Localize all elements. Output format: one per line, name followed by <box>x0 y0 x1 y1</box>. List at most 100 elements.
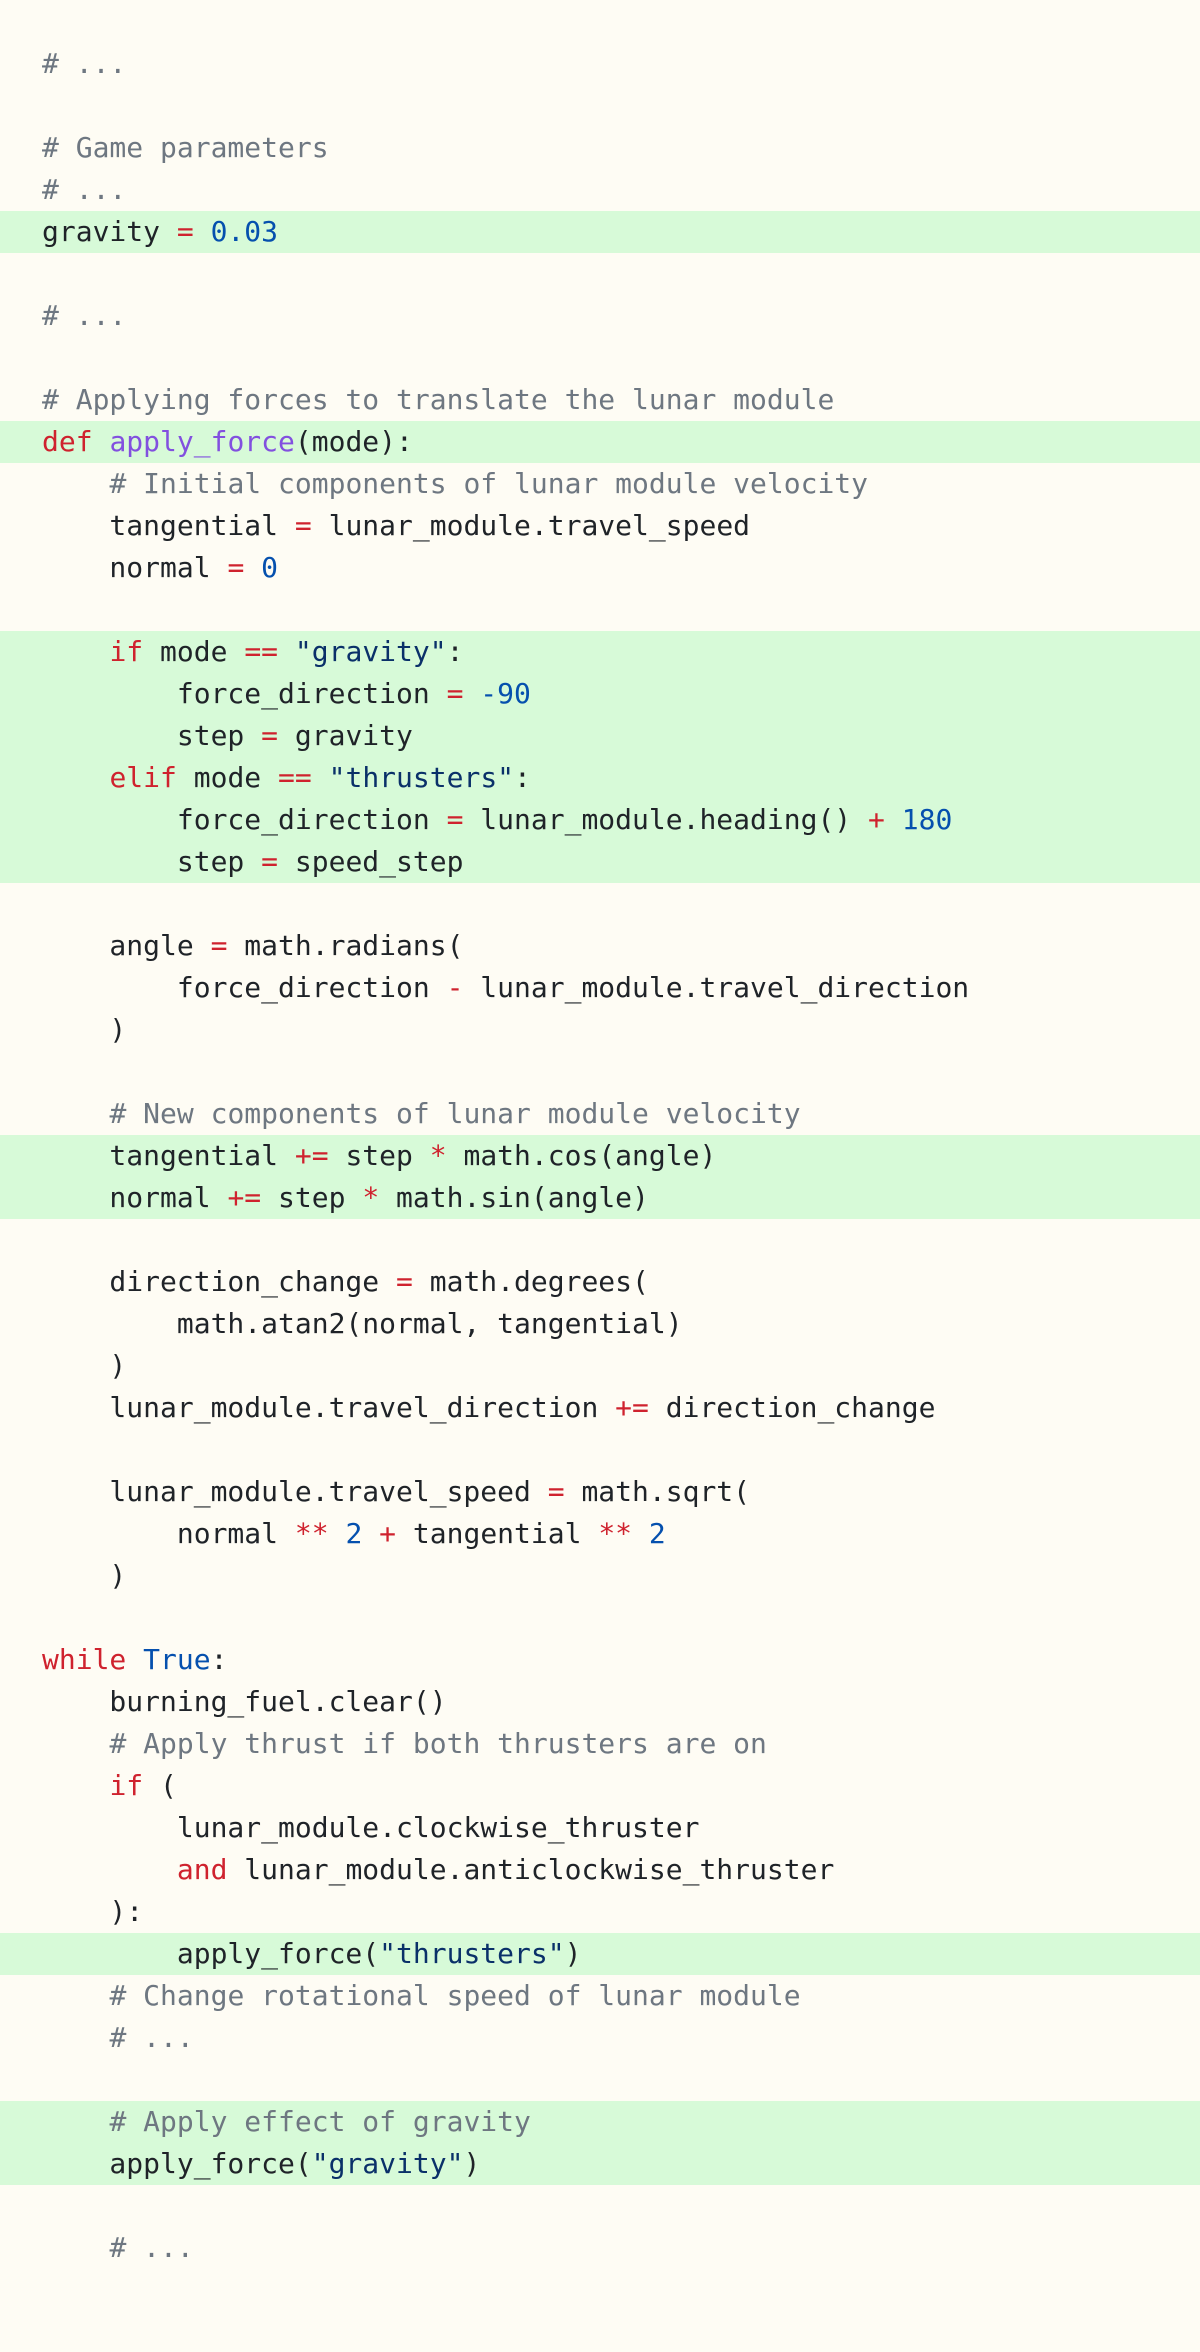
code-operator: == <box>278 761 312 794</box>
code-comment: # Apply effect of gravity <box>109 2105 531 2138</box>
code-text <box>42 1853 177 1886</box>
highlighted-code-line: # Apply effect of gravity <box>0 2101 1200 2143</box>
code-text: math.sin(angle) <box>379 1181 649 1214</box>
code-text: (mode): <box>294 425 413 458</box>
code-line: while True: <box>0 1639 1200 1681</box>
code-text: direction_change <box>42 1265 397 1298</box>
code-text: ) <box>42 1013 127 1046</box>
code-text <box>362 1517 379 1550</box>
code-text: step <box>328 1139 430 1172</box>
code-text: lunar_module.travel_direction <box>42 1391 616 1424</box>
code-text: force_direction <box>42 677 447 710</box>
code-text: tangential <box>396 1517 599 1550</box>
code-line <box>0 589 1200 631</box>
code-line: if ( <box>0 1765 1200 1807</box>
code-operator: * <box>362 1181 380 1214</box>
code-text: math.sqrt( <box>564 1475 751 1508</box>
code-string: "gravity" <box>294 635 447 668</box>
code-text: lunar_module.clockwise_thruster <box>42 1811 700 1844</box>
code-text: step <box>42 719 262 752</box>
code-text: : <box>446 635 464 668</box>
code-string: "thrusters" <box>328 761 515 794</box>
code-keyword: if <box>109 635 144 668</box>
code-text: tangential <box>42 509 295 542</box>
code-line <box>0 1219 1200 1261</box>
code-text: angle <box>42 929 211 962</box>
code-text: ( <box>143 1769 177 1802</box>
code-line: # ... <box>0 2017 1200 2059</box>
code-builtin: True <box>143 1643 211 1676</box>
code-text: math.radians( <box>227 929 464 962</box>
code-line <box>0 253 1200 295</box>
code-text <box>42 1979 109 2012</box>
highlighted-code-line: step = speed_step <box>0 841 1200 883</box>
code-line <box>0 85 1200 127</box>
code-line: normal ** 2 + tangential ** 2 <box>0 1513 1200 1555</box>
code-text <box>885 803 902 836</box>
code-text: math.degrees( <box>412 1265 649 1298</box>
code-text: step <box>261 1181 363 1214</box>
code-line: ): <box>0 1891 1200 1933</box>
code-text <box>42 1097 109 1130</box>
code-text: apply_force( <box>42 2147 312 2180</box>
code-comment: # ... <box>109 2231 194 2264</box>
highlighted-code-line: force_direction = lunar_module.heading()… <box>0 799 1200 841</box>
code-text: lunar_module.heading() <box>463 803 869 836</box>
code-line <box>0 1597 1200 1639</box>
highlighted-code-line: def apply_force(mode): <box>0 421 1200 463</box>
code-text: lunar_module.travel_speed <box>42 1475 548 1508</box>
highlighted-code-line: tangential += step * math.cos(angle) <box>0 1135 1200 1177</box>
code-line: # ... <box>0 2227 1200 2269</box>
code-text: normal <box>42 551 228 584</box>
code-text: : <box>514 761 531 794</box>
code-text <box>312 761 329 794</box>
code-keyword: def <box>42 425 93 458</box>
highlighted-code-line: step = gravity <box>0 715 1200 757</box>
code-text: burning_fuel.clear() <box>42 1685 447 1718</box>
code-operator: = <box>446 803 464 836</box>
code-text <box>93 425 110 458</box>
code-operator: = <box>446 677 464 710</box>
code-line <box>0 2185 1200 2227</box>
code-line: and lunar_module.anticlockwise_thruster <box>0 1849 1200 1891</box>
code-text <box>42 1727 109 1760</box>
code-text: lunar_module.travel_direction <box>463 971 970 1004</box>
code-operator: + <box>379 1517 397 1550</box>
code-comment: # ... <box>42 47 127 80</box>
code-number: -90 <box>480 677 531 710</box>
code-keyword: while <box>42 1643 127 1676</box>
code-text <box>42 1769 109 1802</box>
code-text <box>278 635 295 668</box>
code-keyword: if <box>109 1769 144 1802</box>
code-text <box>463 677 480 710</box>
code-line: lunar_module.travel_speed = math.sqrt( <box>0 1471 1200 1513</box>
code-text: force_direction <box>42 803 447 836</box>
code-text: ) <box>463 2147 481 2180</box>
code-line: # New components of lunar module velocit… <box>0 1093 1200 1135</box>
code-text: ): <box>42 1895 144 1928</box>
code-text <box>42 467 109 500</box>
code-text: : <box>210 1643 228 1676</box>
code-text: gravity <box>278 719 413 752</box>
code-keyword: elif <box>109 761 177 794</box>
code-line: # Apply thrust if both thrusters are on <box>0 1723 1200 1765</box>
code-line: # Game parameters <box>0 127 1200 169</box>
code-operator: = <box>176 215 194 248</box>
code-text: math.atan2(normal, tangential) <box>42 1307 683 1340</box>
code-number: 2 <box>648 1517 666 1550</box>
code-line <box>0 1051 1200 1093</box>
code-text: ) <box>42 1349 127 1382</box>
code-operator: = <box>261 719 279 752</box>
code-line <box>0 883 1200 925</box>
code-text: math.cos(angle) <box>446 1139 717 1172</box>
code-comment: # Change rotational speed of lunar modul… <box>109 1979 801 2012</box>
highlighted-code-line: apply_force("thrusters") <box>0 1933 1200 1975</box>
code-line: ) <box>0 1555 1200 1597</box>
highlighted-code-line: gravity = 0.03 <box>0 211 1200 253</box>
code-keyword: and <box>176 1853 228 1886</box>
code-text: mode <box>143 635 245 668</box>
code-comment: # ... <box>42 173 127 206</box>
code-operator: += <box>615 1391 649 1424</box>
code-operator: == <box>244 635 279 668</box>
code-text: tangential <box>42 1139 295 1172</box>
